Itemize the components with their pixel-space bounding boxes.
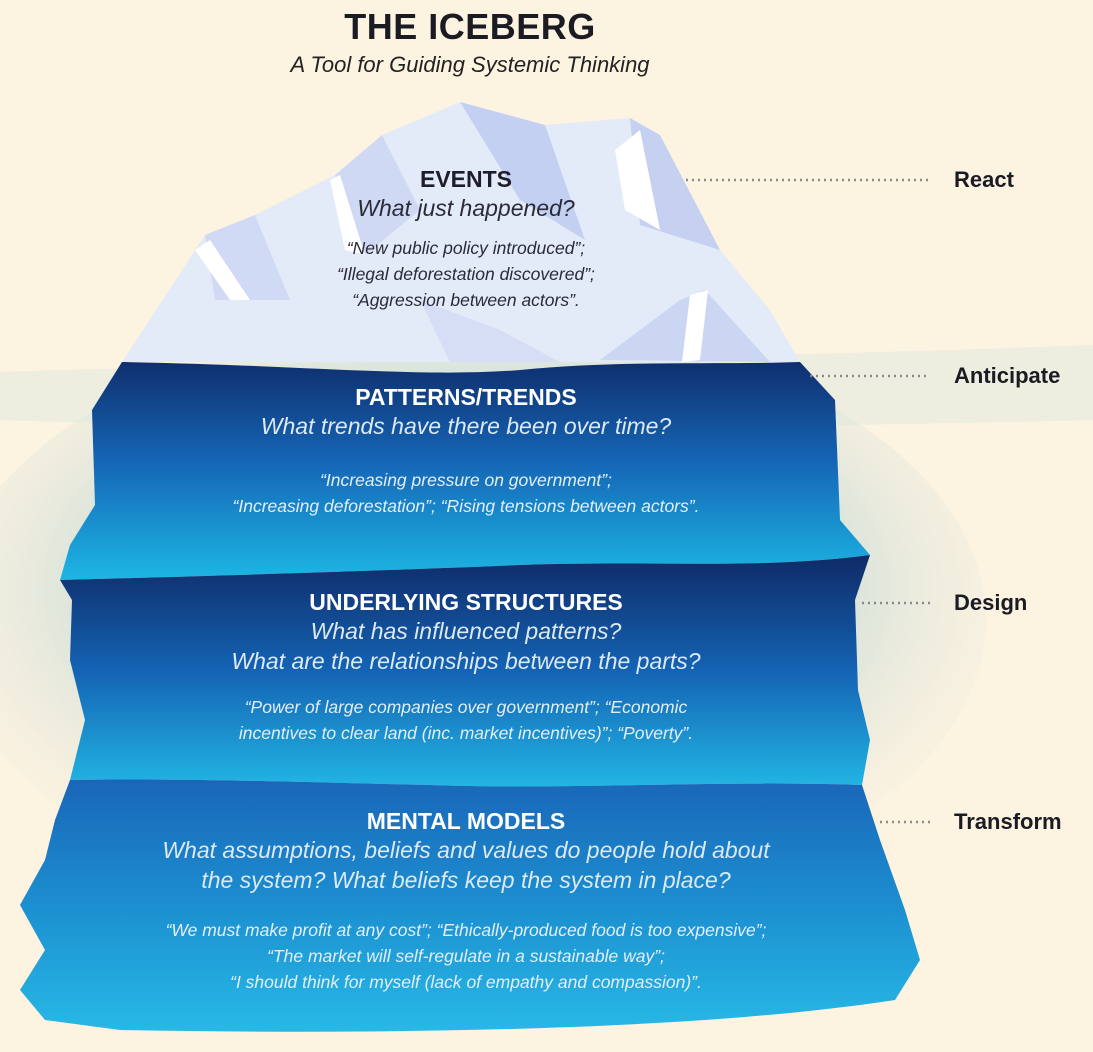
level-examples: “We must make profit at any cost”; “Ethi… — [26, 917, 906, 995]
level-title: UNDERLYING STRUCTURES — [309, 589, 623, 615]
level-title: PATTERNS/TRENDS — [355, 384, 577, 410]
example-line: “The market will self-regulate in a sust… — [267, 946, 665, 966]
example-line: “We must make profit at any cost”; “Ethi… — [165, 920, 767, 940]
level-question: What trends have there been over time? — [66, 411, 866, 441]
ice-facet — [600, 290, 770, 362]
ice-facet — [682, 290, 708, 362]
ice-facet — [420, 300, 560, 362]
action-react: React — [954, 167, 1014, 192]
ice-facet — [330, 175, 365, 255]
action-design: Design — [954, 590, 1028, 615]
question-line: What are the relationships between the p… — [231, 648, 701, 674]
level-patterns: PATTERNS/TRENDS What trends have there b… — [66, 384, 866, 519]
level-question: What has influenced patterns? What are t… — [66, 616, 866, 676]
level-question: What assumptions, beliefs and values do … — [26, 835, 906, 895]
action-anticipate: Anticipate — [954, 363, 1061, 388]
action-transform: Transform — [954, 809, 1062, 834]
layer-mental-models — [20, 779, 920, 1032]
level-structures: UNDERLYING STRUCTURES What has influence… — [66, 589, 866, 746]
ice-facet — [335, 135, 420, 255]
layer-patterns — [60, 362, 870, 580]
example-line: “Power of large companies over governmen… — [244, 697, 688, 717]
ice-facet — [195, 240, 250, 300]
question-line: the system? What beliefs keep the system… — [201, 867, 731, 893]
example-line: incentives to clear land (inc. market in… — [238, 723, 694, 743]
level-title: MENTAL MODELS — [366, 808, 566, 834]
example-line: “Illegal deforestation discovered”; — [337, 264, 595, 284]
level-mental-models: MENTAL MODELS What assumptions, beliefs … — [26, 808, 906, 995]
level-examples: “Power of large companies over governmen… — [66, 694, 866, 746]
question-line: What just happened? — [357, 195, 575, 221]
level-title: EVENTS — [419, 166, 513, 192]
example-line: “Increasing pressure on government”; — [320, 470, 612, 490]
page-subtitle: A Tool for Guiding Systemic Thinking — [290, 52, 650, 77]
example-line: “Aggression between actors”. — [352, 290, 580, 310]
layer-structures — [60, 555, 870, 787]
level-events: EVENTS What just happened? “New public p… — [266, 166, 666, 313]
question-line: What trends have there been over time? — [260, 413, 672, 439]
page-title: THE ICEBERG — [344, 6, 596, 47]
question-line: What assumptions, beliefs and values do … — [162, 837, 770, 863]
level-examples: “Increasing pressure on government”; “In… — [66, 467, 866, 519]
example-line: “Increasing deforestation”; “Rising tens… — [232, 496, 700, 516]
example-line: “I should think for myself (lack of empa… — [230, 972, 702, 992]
ice-facet — [460, 102, 585, 240]
level-examples: “New public policy introduced”; “Illegal… — [266, 235, 666, 313]
question-line: What has influenced patterns? — [310, 618, 622, 644]
example-line: “New public policy introduced”; — [346, 238, 586, 258]
ice-facet — [615, 130, 660, 230]
level-question: What just happened? — [266, 193, 666, 223]
